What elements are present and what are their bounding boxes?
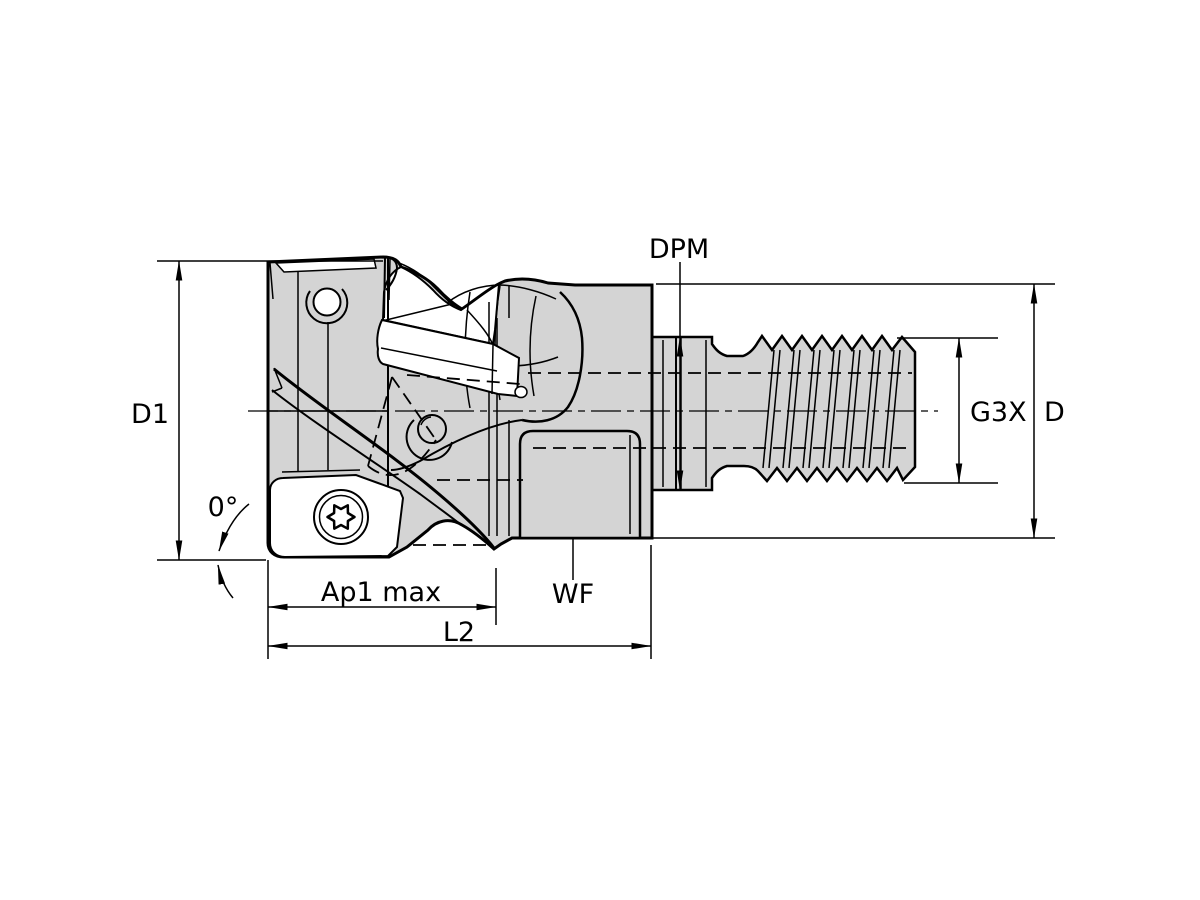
dimension-angle bbox=[217, 503, 250, 599]
thread-outline bbox=[650, 333, 917, 492]
hidden-pocket-line-2 bbox=[391, 376, 437, 441]
clamp-screw-tip bbox=[514, 385, 528, 399]
dimension-d bbox=[653, 283, 1055, 539]
dim-label-g3x: G3X bbox=[970, 397, 1027, 428]
bottom-insert bbox=[269, 473, 405, 559]
hidden-pocket-line-1 bbox=[367, 376, 393, 467]
wedge-insert-face bbox=[376, 318, 521, 398]
dim-label-wf: WF bbox=[552, 579, 594, 610]
dim-label-d: D bbox=[1044, 397, 1065, 428]
wedge-insert bbox=[376, 318, 528, 399]
dim-label-angle: 0° bbox=[208, 492, 239, 523]
cutter-assembly bbox=[266, 255, 917, 559]
dimension-d1 bbox=[157, 260, 383, 561]
angle-arc-upper bbox=[218, 503, 250, 552]
flute-edges bbox=[271, 367, 496, 549]
dim-label-l2: L2 bbox=[443, 617, 475, 648]
dimension-l2 bbox=[267, 545, 652, 659]
wrench-flat-panel bbox=[518, 429, 642, 540]
top-screw bbox=[305, 287, 349, 325]
dim-label-ap1: Ap1 max bbox=[321, 577, 441, 608]
torx-star-icon bbox=[326, 504, 356, 530]
dimension-g3x bbox=[897, 337, 998, 484]
dim-label-d1: D1 bbox=[131, 399, 169, 430]
side-screw-highlight bbox=[420, 416, 432, 426]
top-screw-washer-arc bbox=[305, 288, 349, 325]
hidden-lines bbox=[367, 372, 912, 546]
side-screw-head bbox=[417, 414, 447, 444]
dim-label-dpm: DPM bbox=[649, 234, 709, 265]
shank-group bbox=[650, 333, 917, 492]
wedge-tab-edge bbox=[491, 344, 494, 395]
wedge-insert-edge bbox=[380, 347, 498, 372]
dimension-labels: D1 DPM G3X D 0° Ap1 max WF L2 bbox=[131, 234, 1065, 648]
side-screw-washer-arc bbox=[405, 419, 453, 461]
angle-arc-lower bbox=[217, 564, 234, 599]
top-screw-head bbox=[312, 287, 342, 317]
dimensions bbox=[157, 260, 1055, 659]
hidden-pocket-arc bbox=[367, 439, 437, 476]
side-screw bbox=[405, 414, 453, 461]
dimension-ap1 bbox=[267, 560, 497, 659]
flute-pocket-upper bbox=[381, 265, 501, 346]
